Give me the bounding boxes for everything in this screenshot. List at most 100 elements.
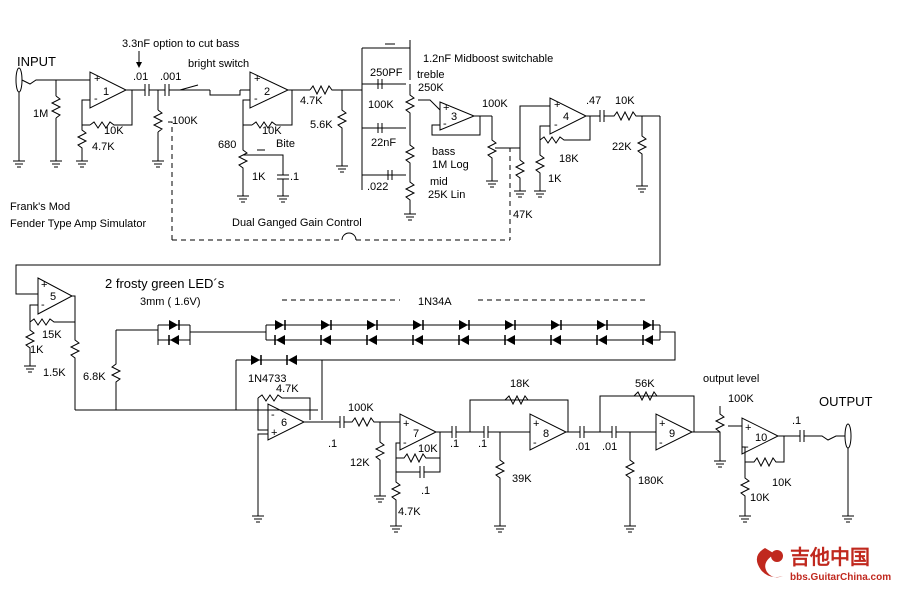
- opamp-10: [741, 417, 780, 455]
- c-01-2: .01: [575, 441, 590, 453]
- r-15k: 15K: [42, 329, 62, 341]
- c-47: .47: [586, 95, 601, 107]
- svg-text:+: +: [443, 102, 449, 114]
- r-56k: 56K: [635, 378, 655, 390]
- svg-text:-: -: [271, 409, 275, 421]
- svg-text:-: -: [254, 93, 258, 105]
- c-01-3: .01: [602, 441, 617, 453]
- dual-ganged-label: Dual Ganged Gain Control: [232, 217, 362, 229]
- c-01-1: .01: [133, 71, 148, 83]
- r-22k: 22K: [612, 141, 632, 153]
- input-label: INPUT: [17, 54, 56, 69]
- svg-text:+: +: [745, 422, 751, 434]
- c-22nf: 22nF: [371, 137, 396, 149]
- r-10k-4: 10K: [418, 443, 438, 455]
- r-4k7-3: 4.7K: [276, 383, 299, 395]
- r-10k-2: 10K: [262, 125, 282, 137]
- r-1k-3: 1K: [30, 344, 44, 356]
- watermark-cn: 吉他中国: [790, 545, 870, 569]
- pot-100k-3: 100K: [482, 98, 508, 110]
- pot-250k: 250K: [418, 82, 444, 94]
- svg-text:5: 5: [50, 291, 56, 303]
- r-5k6: 5.6K: [310, 119, 333, 131]
- r-4k7-4: 4.7K: [398, 506, 421, 518]
- input-jack: [12, 67, 56, 168]
- c-1-4: .1: [450, 438, 459, 450]
- svg-text:-: -: [41, 299, 45, 311]
- r-10k-3: 10K: [615, 95, 635, 107]
- diode-type-label: 1N34A: [418, 296, 452, 308]
- svg-text:-: -: [659, 437, 663, 449]
- treble-label: treble: [417, 69, 445, 81]
- c-1-3: .1: [421, 485, 430, 497]
- svg-text:-: -: [443, 118, 447, 130]
- zener-label: 1N4733: [248, 373, 287, 385]
- opamp-5: [37, 277, 74, 315]
- c-1-5: .1: [478, 438, 487, 450]
- bite-label: Bite: [276, 138, 295, 150]
- pot-100k-1: 100K: [172, 115, 198, 127]
- leds-label-1: 2 frosty green LED´s: [105, 276, 225, 291]
- svg-text:+: +: [94, 73, 100, 85]
- diode-chain: [265, 319, 661, 346]
- r-1k-2: 1K: [548, 173, 562, 185]
- r-100k-4: 100K: [348, 402, 374, 414]
- r-10k-6: 10K: [750, 492, 770, 504]
- r-6k8: 6.8K: [83, 371, 106, 383]
- c-1-6: .1: [792, 415, 801, 427]
- r-1m: 1M: [33, 108, 48, 120]
- mid-pot-value: 25K Lin: [428, 189, 465, 201]
- c-1-2: .1: [328, 438, 337, 450]
- r-100k-2: 100K: [368, 99, 394, 111]
- svg-text:-: -: [403, 437, 407, 449]
- svg-text:+: +: [533, 418, 539, 430]
- svg-text:+: +: [659, 418, 665, 430]
- opamp-1: [89, 71, 128, 109]
- svg-text:+: +: [41, 279, 47, 291]
- pot-100k-5: 100K: [728, 393, 754, 405]
- svg-text:9: 9: [669, 428, 675, 440]
- svg-text:4: 4: [563, 111, 569, 123]
- svg-text:-: -: [745, 441, 749, 453]
- r-10k-1: 10K: [104, 125, 124, 137]
- title-line2: Fender Type Amp Simulator: [10, 218, 146, 230]
- svg-text:-: -: [554, 119, 558, 131]
- opamp-9: [655, 413, 694, 451]
- r-1k-1: 1K: [252, 171, 266, 183]
- c-001: .001: [160, 71, 181, 83]
- watermark-logo: [756, 548, 783, 578]
- svg-text:2: 2: [264, 86, 270, 98]
- bass-cut-option: 3.3nF option to cut bass: [122, 38, 240, 50]
- r-4k7-2: 4.7K: [300, 95, 323, 107]
- svg-text:+: +: [271, 427, 277, 439]
- svg-text:1: 1: [103, 86, 109, 98]
- opamp-6: [267, 403, 306, 441]
- r-4k7-1: 4.7K: [92, 141, 115, 153]
- mid-label: mid: [430, 176, 448, 188]
- svg-text:+: +: [254, 73, 260, 85]
- r-10k-5: 10K: [772, 477, 792, 489]
- opamp-4: [549, 97, 588, 135]
- bass-label: bass: [432, 146, 456, 158]
- r-47k: 47K: [513, 209, 533, 221]
- watermark-url: bbs.GuitarChina.com: [790, 572, 891, 583]
- svg-text:-: -: [94, 93, 98, 105]
- r-18k-2: 18K: [510, 378, 530, 390]
- r-18k-1: 18K: [559, 153, 579, 165]
- svg-text:+: +: [554, 99, 560, 111]
- opamp-3: [439, 101, 476, 131]
- c-1-1: .1: [290, 171, 299, 183]
- opamp-7: [399, 413, 438, 451]
- c-022: .022: [367, 181, 388, 193]
- svg-text:8: 8: [543, 428, 549, 440]
- svg-text:6: 6: [281, 417, 287, 429]
- r-12k: 12K: [350, 457, 370, 469]
- r-680: 680: [218, 139, 236, 151]
- output-level-label: output level: [703, 373, 759, 385]
- bass-pot-value: 1M Log: [432, 159, 469, 171]
- r-39k: 39K: [512, 473, 532, 485]
- svg-text:10: 10: [755, 432, 767, 444]
- bright-switch: bright switch: [188, 58, 249, 70]
- output-jack: [841, 423, 855, 523]
